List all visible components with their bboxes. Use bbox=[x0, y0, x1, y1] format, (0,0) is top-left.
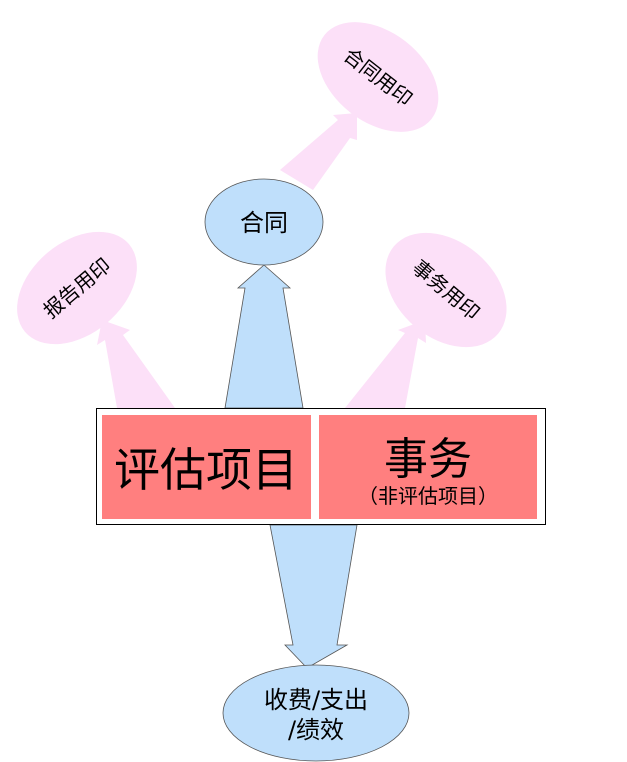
arrow-to-contract bbox=[224, 264, 304, 409]
report-seal-node bbox=[17, 231, 137, 345]
affairs-seal-node bbox=[385, 232, 507, 348]
affairs-label: 事务 bbox=[384, 434, 472, 485]
contract-node bbox=[204, 178, 324, 266]
arrow-to-contract-seal bbox=[280, 113, 357, 190]
fees-label-line2: /绩效 bbox=[288, 716, 344, 744]
arrow-to-affairs-seal bbox=[345, 320, 426, 408]
fees-label-line1: 收费/支出 bbox=[264, 686, 368, 714]
affairs-sublabel: （非评估项目） bbox=[358, 484, 498, 508]
fees-node bbox=[222, 664, 410, 762]
evaluation-project-label: 评估项目 bbox=[114, 443, 298, 497]
contract-seal-node bbox=[317, 22, 439, 132]
arrow-to-report-seal bbox=[97, 320, 175, 408]
affairs-block bbox=[319, 415, 537, 519]
evaluation-project-block bbox=[102, 415, 311, 519]
arrow-to-fees bbox=[269, 524, 358, 669]
contract-label: 合同 bbox=[240, 209, 288, 237]
